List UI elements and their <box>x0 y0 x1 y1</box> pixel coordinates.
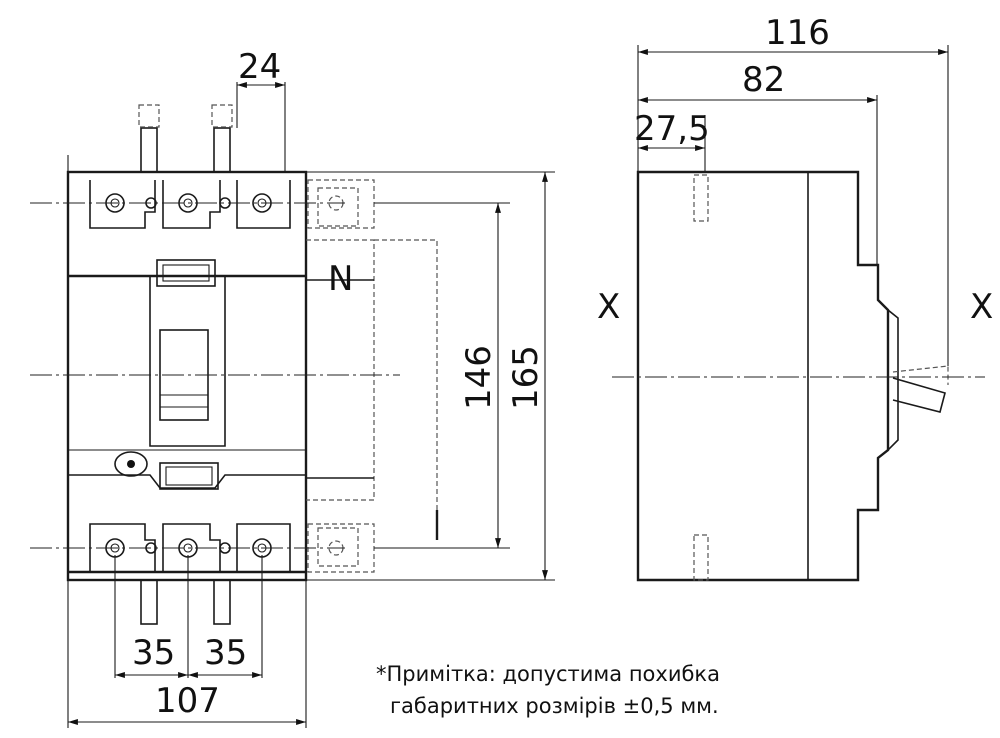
side-body-outline <box>636 170 890 582</box>
dim-height-total: 165 <box>506 345 546 410</box>
dim-width: 107 <box>155 681 220 721</box>
top-terminal-block <box>89 104 291 229</box>
dim-depth-handle: 82 <box>742 60 785 100</box>
dim-height-inner: 146 <box>459 345 499 410</box>
front-view: N 24 35 35 107 146 165 <box>30 47 555 728</box>
bottom-terminal-block <box>89 523 291 625</box>
neutral-pole-outline <box>306 179 439 573</box>
dim-pitch-left: 35 <box>132 633 175 673</box>
side-view: 116 82 27,5 X X <box>597 13 993 582</box>
test-button <box>114 451 148 477</box>
neutral-label: N <box>328 259 353 299</box>
note-line-2: габаритних розмірів ±0,5 мм. <box>390 694 719 718</box>
axis-label-left: X <box>597 287 620 327</box>
axis-label-right: X <box>970 287 993 327</box>
dim-pitch-right: 35 <box>204 633 247 673</box>
dim-top-spacing: 24 <box>238 47 281 87</box>
note-line-1: *Примітка: допустима похибка <box>376 662 720 686</box>
side-handle <box>892 377 946 413</box>
front-body-outline <box>66 170 308 582</box>
dim-depth-mount: 27,5 <box>634 109 710 149</box>
dim-depth-total: 116 <box>765 13 830 53</box>
